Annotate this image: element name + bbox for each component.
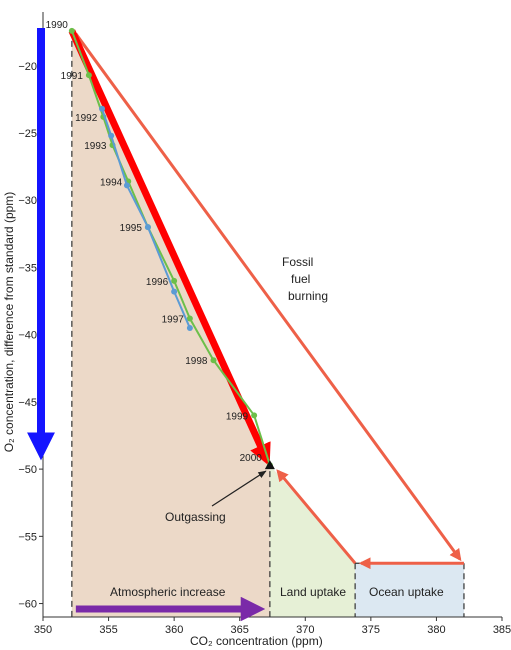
year-label-1996: 1996 [146, 277, 169, 288]
ocean-uptake-region [355, 563, 464, 617]
x-tick-label: 375 [362, 624, 380, 636]
land-uptake-label: Land uptake [280, 585, 346, 599]
series-0-point-1 [85, 72, 92, 79]
x-tick-label: 380 [427, 624, 445, 636]
series-0-point-6 [171, 277, 178, 284]
x-tick-label: 365 [231, 624, 249, 636]
annotations: Fossil fuel burning Outgassing Atmospher… [2, 192, 444, 648]
y-tick-label: −50 [18, 464, 37, 476]
y-tick-label: −60 [18, 599, 37, 611]
series-0-point-7 [186, 315, 193, 322]
year-label-2000: 2000 [240, 453, 263, 464]
series-0-point-9 [251, 412, 258, 419]
land-uptake-arrow [276, 469, 357, 565]
y-tick-label: −40 [18, 330, 37, 342]
year-label-1994: 1994 [100, 177, 123, 188]
outgassing-label: Outgassing [165, 510, 226, 524]
atmospheric-increase-label: Atmospheric increase [110, 585, 226, 599]
year-label-1992: 1992 [75, 113, 98, 124]
ocean-uptake-label: Ocean uptake [369, 585, 444, 599]
series-1-point-1 [108, 132, 115, 139]
year-label-1998: 1998 [185, 356, 208, 367]
y-tick-label: −55 [18, 531, 37, 543]
x-tick-label: 370 [296, 624, 314, 636]
atmospheric-increase-region [71, 30, 270, 618]
x-tick-label: 355 [99, 624, 117, 636]
x-tick-label: 350 [34, 624, 52, 636]
y-tick-label: −30 [18, 195, 37, 207]
year-labels: 1990 1991 1992 1993 1994 1995 1996 1997 1998 1999… [46, 20, 263, 464]
fossil-fuel-arrow [74, 32, 462, 562]
series-line-1 [101, 108, 191, 329]
series-1-point-5 [186, 324, 193, 331]
y-tick-label: −45 [18, 397, 37, 409]
fossil-label-line2: fuel [291, 272, 310, 286]
budget-regions [71, 30, 464, 618]
year-2000-marker [264, 460, 275, 470]
year-label-1991: 1991 [61, 71, 84, 82]
x-tick-label: 385 [493, 624, 511, 636]
series-1-point-3 [144, 224, 151, 231]
year-label-1999: 1999 [226, 411, 249, 422]
series-0-point-0 [68, 27, 75, 34]
series-1-point-4 [171, 288, 178, 295]
outgassing-pointer [211, 470, 267, 507]
y-axis-title: O₂ concentration, difference from standa… [2, 192, 16, 453]
y-tick-label: −35 [18, 262, 37, 274]
fossil-label-line3: burning [288, 289, 328, 303]
x-tick-label: 360 [165, 624, 183, 636]
series-0-point-8 [210, 357, 217, 364]
y-tick-label: −25 [18, 128, 37, 140]
y-tick-label: −20 [18, 61, 37, 73]
fossil-label-line1: Fossil [282, 255, 313, 269]
year-label-1990: 1990 [46, 20, 69, 31]
year-label-1997: 1997 [162, 315, 185, 326]
data-series [68, 27, 275, 470]
axes: 350 355 360 365 370 375 380 385 −20 −25 −30 −35 −40 −… [18, 12, 511, 636]
series-1-point-2 [123, 182, 130, 189]
land-uptake-region [269, 465, 356, 617]
year-label-1995: 1995 [120, 223, 143, 234]
year-label-1993: 1993 [84, 141, 107, 152]
series-1-point-0 [99, 105, 106, 112]
x-axis-title: CO₂ concentration (ppm) [190, 634, 323, 648]
